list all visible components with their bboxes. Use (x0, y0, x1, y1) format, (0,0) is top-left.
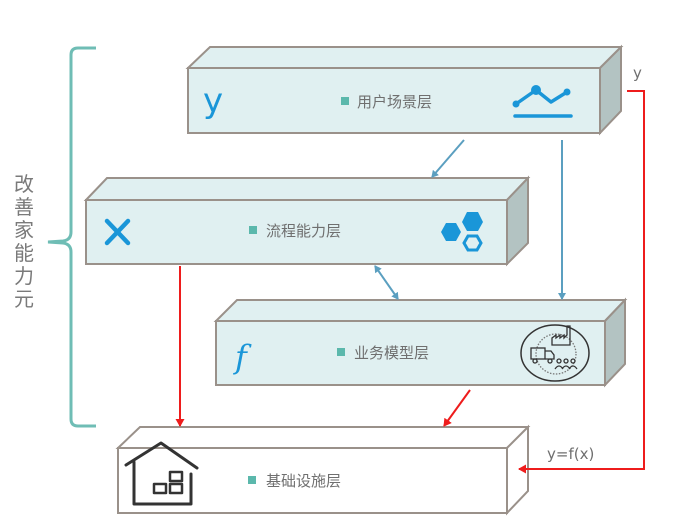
bullet-icon (248, 476, 256, 484)
line-chart-icon (512, 85, 573, 118)
letter-y: y (203, 81, 223, 121)
layer-process-capability[interactable]: 流程能力层 (83, 175, 531, 267)
hexagons-icon (441, 212, 483, 252)
side-label-char: 善 (14, 195, 34, 219)
box-top-face (83, 177, 531, 201)
arrow-business-to-infrastructure (443, 389, 471, 427)
bullet-icon (249, 226, 257, 234)
house-boxes-icon (124, 441, 199, 506)
red-arrows (175, 90, 645, 474)
layer-infrastructure[interactable]: 基础设施层 (115, 424, 531, 516)
feedback-bottom-label: y=f(x) (547, 445, 594, 463)
box-top-face (213, 299, 628, 322)
box-top-face (115, 426, 531, 449)
box-front-face (215, 320, 606, 386)
layer-user-scene[interactable]: y 用户场景层 (185, 44, 624, 136)
feedback-loop-arrow (518, 90, 645, 474)
box-top-face (185, 46, 624, 69)
side-label-char: 改 (14, 172, 34, 196)
feedback-top-label: y (633, 64, 642, 82)
box-front-face (85, 199, 508, 265)
bullet-icon (337, 348, 345, 356)
layer-label: 流程能力层 (266, 222, 341, 240)
layer-label: 用户场景层 (357, 93, 432, 111)
side-label: 改 善 家 能 力 元 (14, 172, 34, 311)
bullet-icon (341, 97, 349, 105)
side-label-char: 元 (14, 287, 34, 311)
side-label-char: 家 (14, 218, 34, 242)
side-label-char: 力 (14, 264, 34, 288)
blue-arrows (374, 139, 566, 300)
layer-label: 业务模型层 (354, 344, 429, 362)
layer-business-model[interactable]: f 业务模型层 (213, 297, 628, 388)
arrow-process-business-bidirectional (374, 265, 399, 300)
arrow-user-to-process (431, 139, 465, 178)
capability-brace (47, 46, 96, 428)
logistics-factory-people-icon (520, 324, 590, 382)
side-label-char: 能 (14, 241, 34, 265)
layer-label: 基础设施层 (266, 472, 341, 490)
x-letter-icon (104, 218, 131, 246)
box-front-face (187, 67, 601, 134)
